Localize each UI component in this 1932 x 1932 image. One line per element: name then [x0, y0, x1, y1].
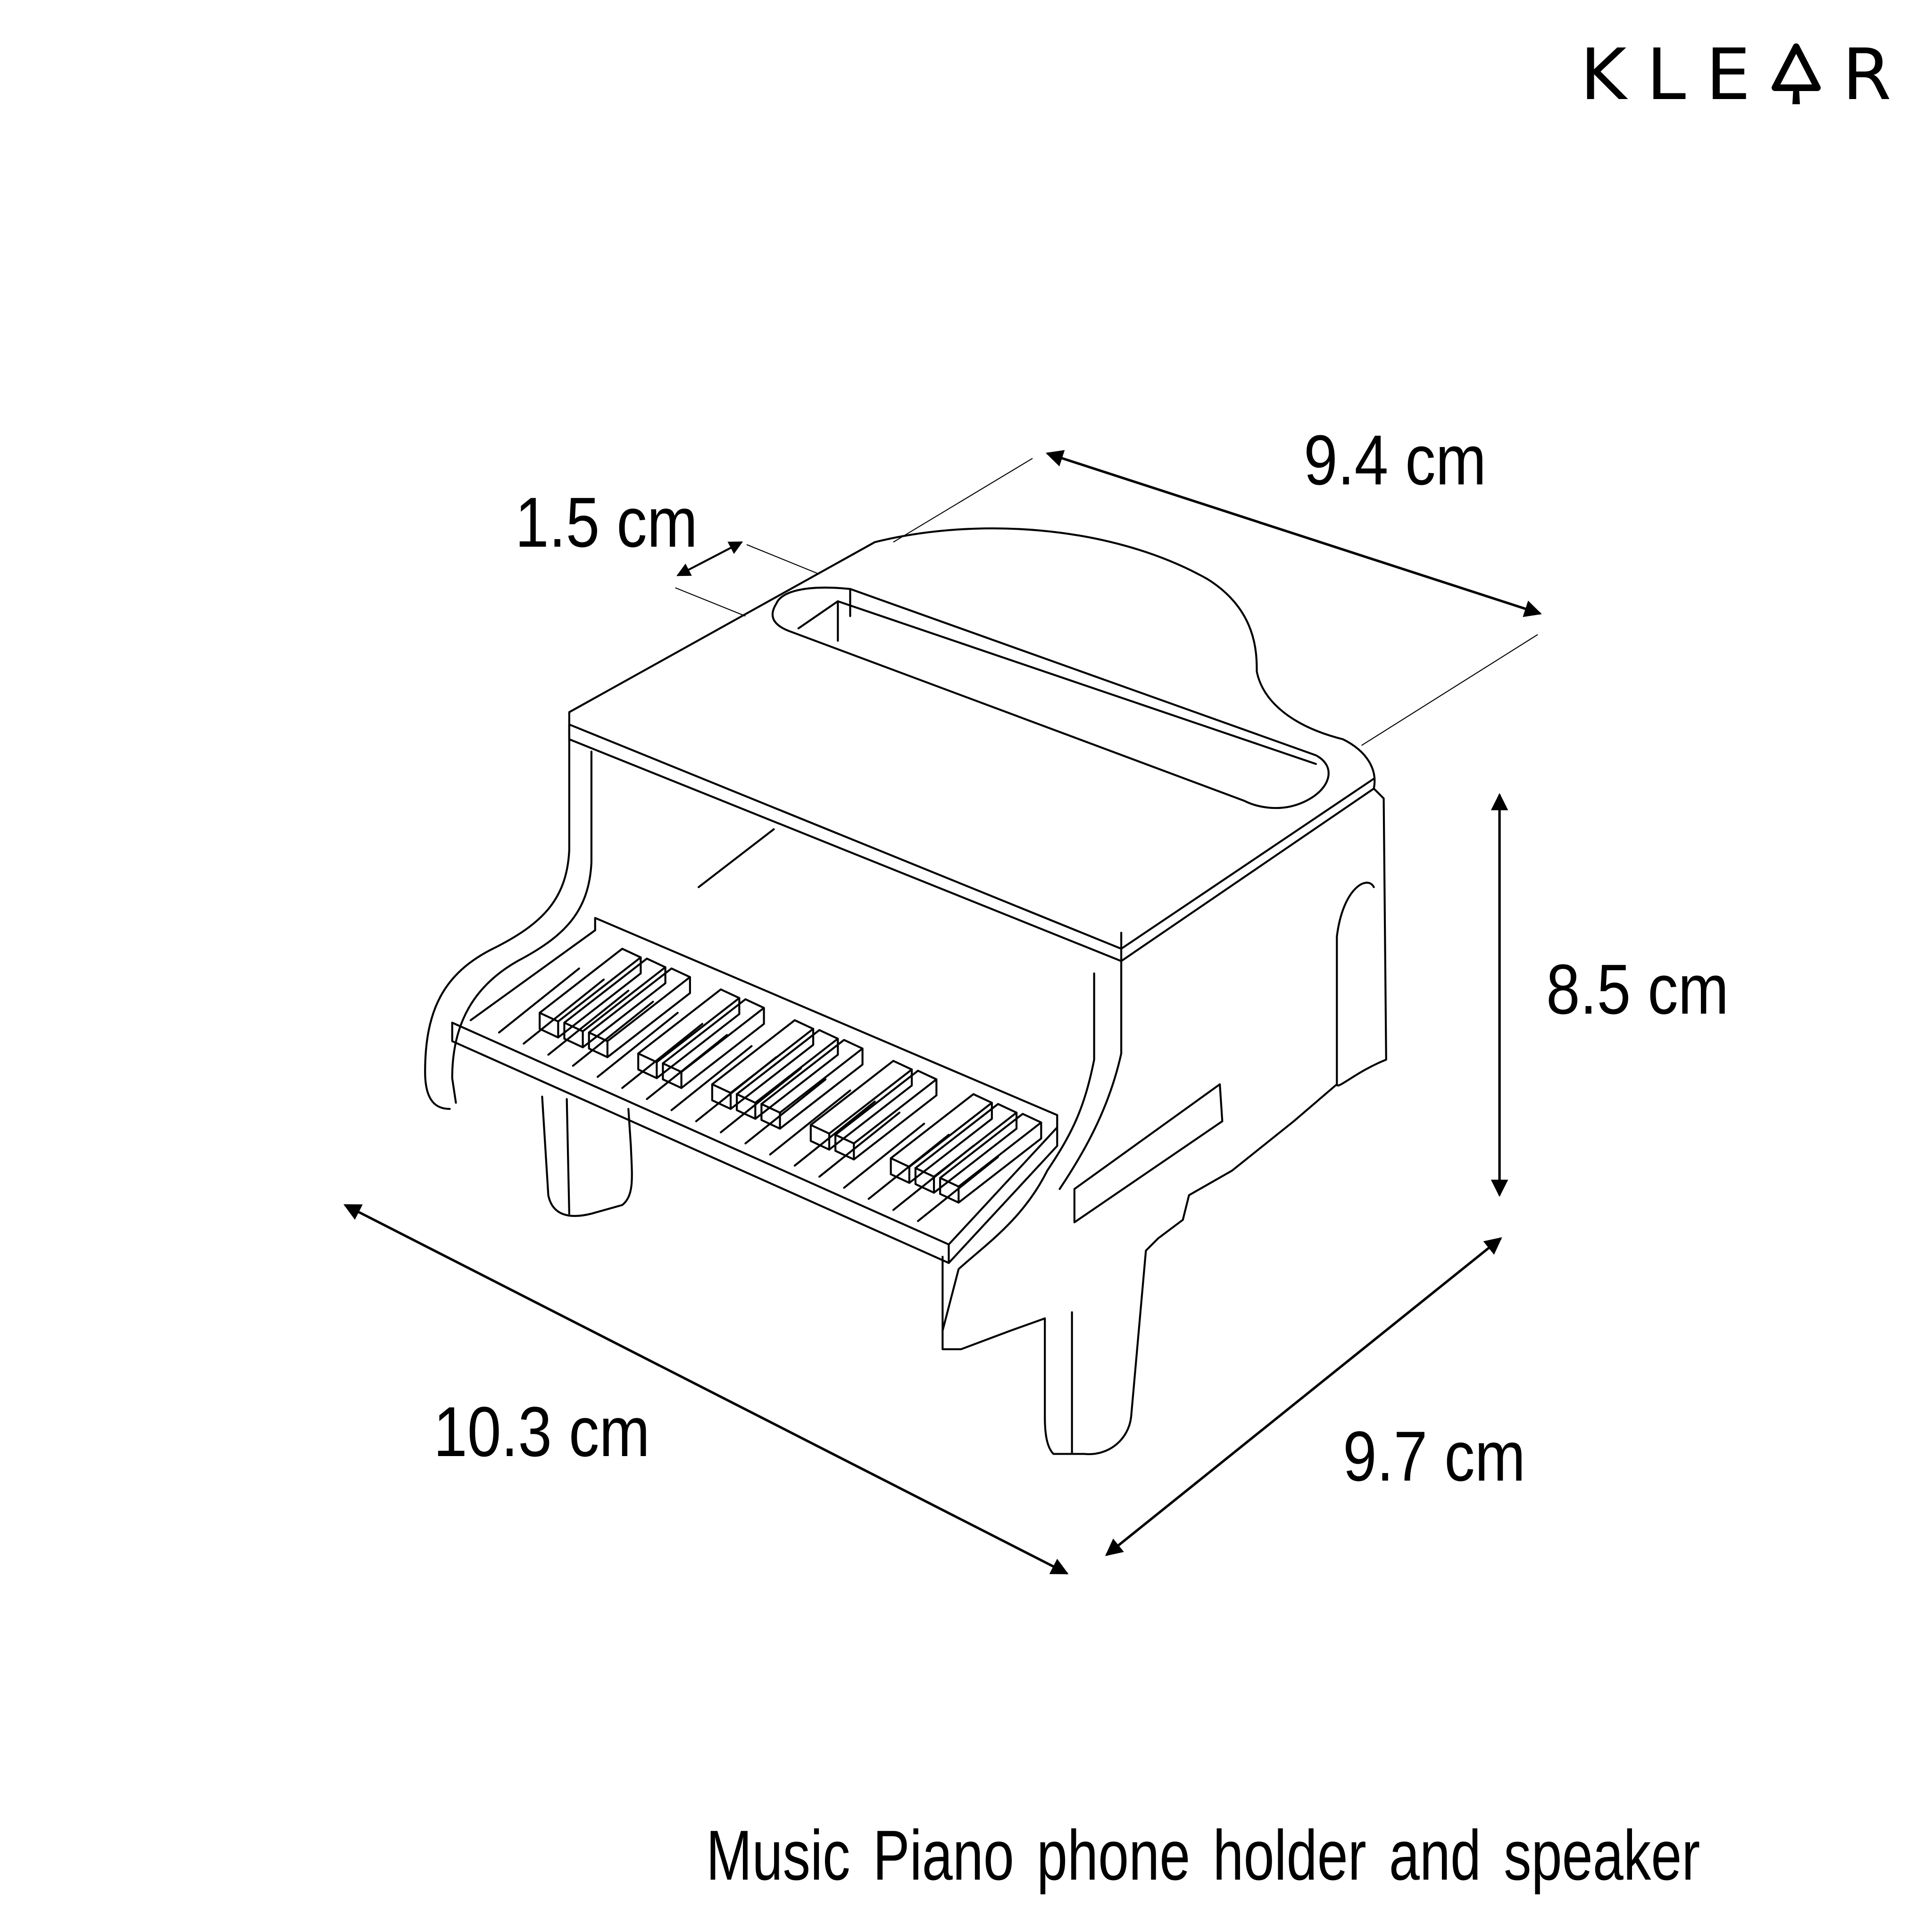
- logo-letter-l: L: [1646, 33, 1686, 116]
- logo-letter-k: K: [1580, 33, 1627, 116]
- dimension-label-front-width: 10.3 cm: [433, 1392, 650, 1471]
- dimension-label-side-depth: 9.7 cm: [1343, 1416, 1526, 1496]
- brand-logo: K L E R: [1580, 40, 1891, 110]
- dimension-label-height: 8.5 cm: [1546, 949, 1729, 1029]
- product-title: Music Piano phone holder and speaker: [706, 1815, 1700, 1895]
- tree-icon: [1770, 43, 1822, 107]
- logo-letter-e: E: [1706, 33, 1751, 116]
- dimension-label-top-depth: 9.4 cm: [1304, 420, 1487, 500]
- dimension-label-slot-width: 1.5 cm: [515, 483, 698, 562]
- logo-letter-r: R: [1842, 33, 1891, 116]
